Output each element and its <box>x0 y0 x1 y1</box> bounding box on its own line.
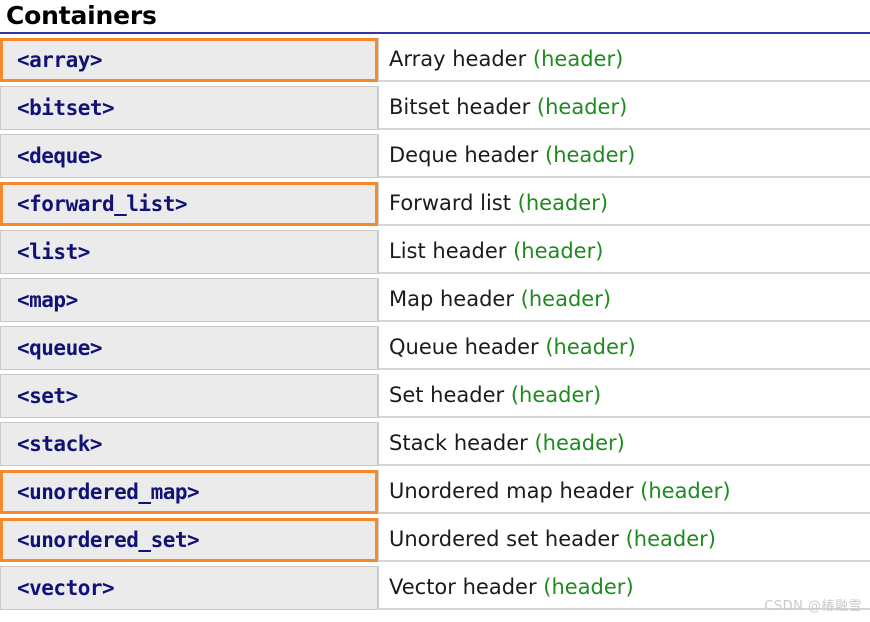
header-name-cell[interactable]: <list> <box>0 230 378 274</box>
header-description-main: Map header <box>389 287 514 311</box>
header-description: Bitset header (header) <box>389 95 627 119</box>
header-description-main: Unordered set header <box>389 527 619 551</box>
header-name-cell[interactable]: <bitset> <box>0 86 378 130</box>
header-name-cell[interactable]: <unordered_map> <box>0 470 378 514</box>
table-row: <set> Set header (header) <box>0 374 870 418</box>
header-include-name: <queue> <box>17 336 103 360</box>
header-include-name: <stack> <box>17 432 103 456</box>
header-include-name: <array> <box>17 48 103 72</box>
header-description-main: Vector header <box>389 575 537 599</box>
header-description-main: List header <box>389 239 507 263</box>
table-row: <stack> Stack header (header) <box>0 422 870 466</box>
header-include-name: <unordered_map> <box>17 480 200 504</box>
header-description: Array header (header) <box>389 47 623 71</box>
table-row: <bitset> Bitset header (header) <box>0 86 870 130</box>
header-name-cell[interactable]: <map> <box>0 278 378 322</box>
header-name-cell[interactable]: <stack> <box>0 422 378 466</box>
header-description-cell: Deque header (header) <box>378 134 870 178</box>
table-row: <forward_list> Forward list (header) <box>0 182 870 226</box>
header-description-note: (header) <box>513 239 604 263</box>
header-description-note: (header) <box>517 191 609 215</box>
table-row: <unordered_set> Unordered set header (hea… <box>0 518 870 562</box>
header-description: Deque header (header) <box>389 143 635 167</box>
header-description: Map header (header) <box>389 287 611 311</box>
header-include-name: <vector> <box>17 576 115 600</box>
header-description-cell: Queue header (header) <box>378 326 870 370</box>
header-description-main: Deque header <box>389 143 539 167</box>
header-name-cell[interactable]: <vector> <box>0 566 378 610</box>
header-description: Forward list (header) <box>389 191 608 215</box>
table-row: <vector> Vector header (header) <box>0 566 870 610</box>
header-description-note: (header) <box>545 335 636 359</box>
header-description-cell: Set header (header) <box>378 374 870 418</box>
header-description: Unordered set header (header) <box>389 527 716 551</box>
header-description-main: Stack header <box>389 431 528 455</box>
header-description-cell: Stack header (header) <box>378 422 870 466</box>
header-name-cell[interactable]: <deque> <box>0 134 378 178</box>
header-description-note: (header) <box>545 143 636 167</box>
header-description-main: Forward list <box>389 191 511 215</box>
header-description-cell: Forward list (header) <box>378 182 870 226</box>
title-underline-rule <box>0 32 870 34</box>
header-description-note: (header) <box>640 479 731 503</box>
header-description-main: Queue header <box>389 335 539 359</box>
header-include-name: <forward_list> <box>17 192 188 216</box>
header-description: Set header (header) <box>389 383 601 407</box>
table-row: <list> List header (header) <box>0 230 870 274</box>
header-name-cell[interactable]: <array> <box>0 38 378 82</box>
header-description: Stack header (header) <box>389 431 625 455</box>
page-title: Containers <box>6 1 157 30</box>
header-name-cell[interactable]: <forward_list> <box>0 182 378 226</box>
header-description-cell: Unordered set header (header) <box>378 518 870 562</box>
header-description-note: (header) <box>543 575 634 599</box>
header-include-name: <list> <box>17 240 90 264</box>
table-row: <array> Array header (header) <box>0 38 870 82</box>
header-description-main: Array header <box>389 47 527 71</box>
container-headers-table: <array> Array header (header) <bitset> Bits… <box>0 34 870 614</box>
header-description-cell: List header (header) <box>378 230 870 274</box>
table-row: <unordered_map> Unordered map header (hea… <box>0 470 870 514</box>
header-include-name: <set> <box>17 384 78 408</box>
header-description: Queue header (header) <box>389 335 636 359</box>
header-include-name: <bitset> <box>17 96 115 120</box>
header-description-note: (header) <box>510 383 602 407</box>
header-description-cell: Map header (header) <box>378 278 870 322</box>
header-description-cell: Array header (header) <box>378 38 870 82</box>
header-description-main: Bitset header <box>389 95 531 119</box>
table-row: <queue> Queue header (header) <box>0 326 870 370</box>
table-row: <deque> Deque header (header) <box>0 134 870 178</box>
header-description-note: (header) <box>534 431 625 455</box>
header-description-note: (header) <box>532 47 624 71</box>
header-description-main: Unordered map header <box>389 479 634 503</box>
header-include-name: <unordered_set> <box>17 528 200 552</box>
header-name-cell[interactable]: <unordered_set> <box>0 518 378 562</box>
header-name-cell[interactable]: <queue> <box>0 326 378 370</box>
header-description-main: Set header <box>389 383 505 407</box>
header-description-cell: Vector header (header) <box>378 566 870 610</box>
header-include-name: <deque> <box>17 144 103 168</box>
header-description-cell: Unordered map header (header) <box>378 470 870 514</box>
header-description-note: (header) <box>520 287 612 311</box>
header-description-note: (header) <box>536 95 628 119</box>
header-description-cell: Bitset header (header) <box>378 86 870 130</box>
csdn-watermark: CSDN @椿融雪 <box>764 599 862 614</box>
table-body: <array> Array header (header) <bitset> Bits… <box>0 38 870 610</box>
table-row: <map> Map header (header) <box>0 278 870 322</box>
header-description: Vector header (header) <box>389 575 634 599</box>
header-name-cell[interactable]: <set> <box>0 374 378 418</box>
header-description: List header (header) <box>389 239 603 263</box>
header-description: Unordered map header (header) <box>389 479 731 503</box>
header-description-note: (header) <box>625 527 716 551</box>
header-include-name: <map> <box>17 288 78 312</box>
